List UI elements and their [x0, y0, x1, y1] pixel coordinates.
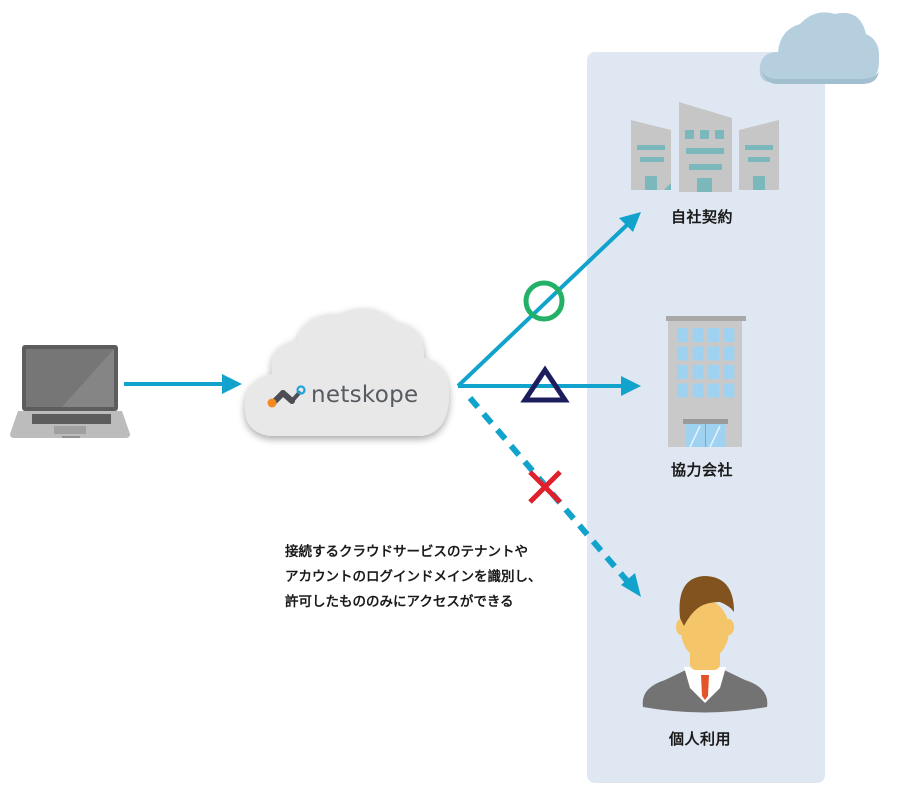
arrow-laptop-to-proxy: [124, 374, 242, 394]
target-label-partner: 協力会社: [671, 461, 734, 479]
caption-line: 接続するクラウドサービスのテナントや: [285, 544, 528, 560]
arrow-to-personal: [467, 396, 641, 597]
tower-window: [677, 365, 688, 379]
tower-window: [692, 365, 704, 379]
blocked-cross-icon: [528, 470, 562, 504]
tower-window: [708, 328, 719, 342]
tower-window: [708, 365, 719, 379]
target-label-personal: 個人利用: [669, 730, 732, 748]
tower-window: [692, 328, 704, 342]
allowed-circle-icon: [523, 280, 565, 322]
tower-window: [708, 346, 719, 361]
tower-window: [677, 328, 688, 342]
tower-window: [692, 346, 704, 361]
caption: 接続するクラウドサービスのテナントや アカウントのログインドメインを識別し、 許…: [285, 540, 542, 615]
tower-window: [677, 346, 688, 361]
target-label-corporate: 自社契約: [671, 208, 734, 226]
tower-window: [723, 328, 735, 342]
netskope-brand-text: netskope: [311, 382, 419, 408]
tower-window: [708, 383, 719, 398]
arrow-to-partner: [458, 376, 641, 396]
tower-window: [723, 383, 735, 398]
caption-line: 許可したもののみにアクセスができる: [285, 594, 514, 610]
tower-window: [723, 346, 735, 361]
partial-triangle-icon: [520, 365, 570, 403]
arrow-to-corporate: [456, 212, 641, 388]
tower-window: [677, 383, 688, 398]
caption-line: アカウントのログインドメインを識別し、: [285, 569, 542, 585]
tower-window: [723, 365, 735, 379]
tower-window: [692, 383, 704, 398]
